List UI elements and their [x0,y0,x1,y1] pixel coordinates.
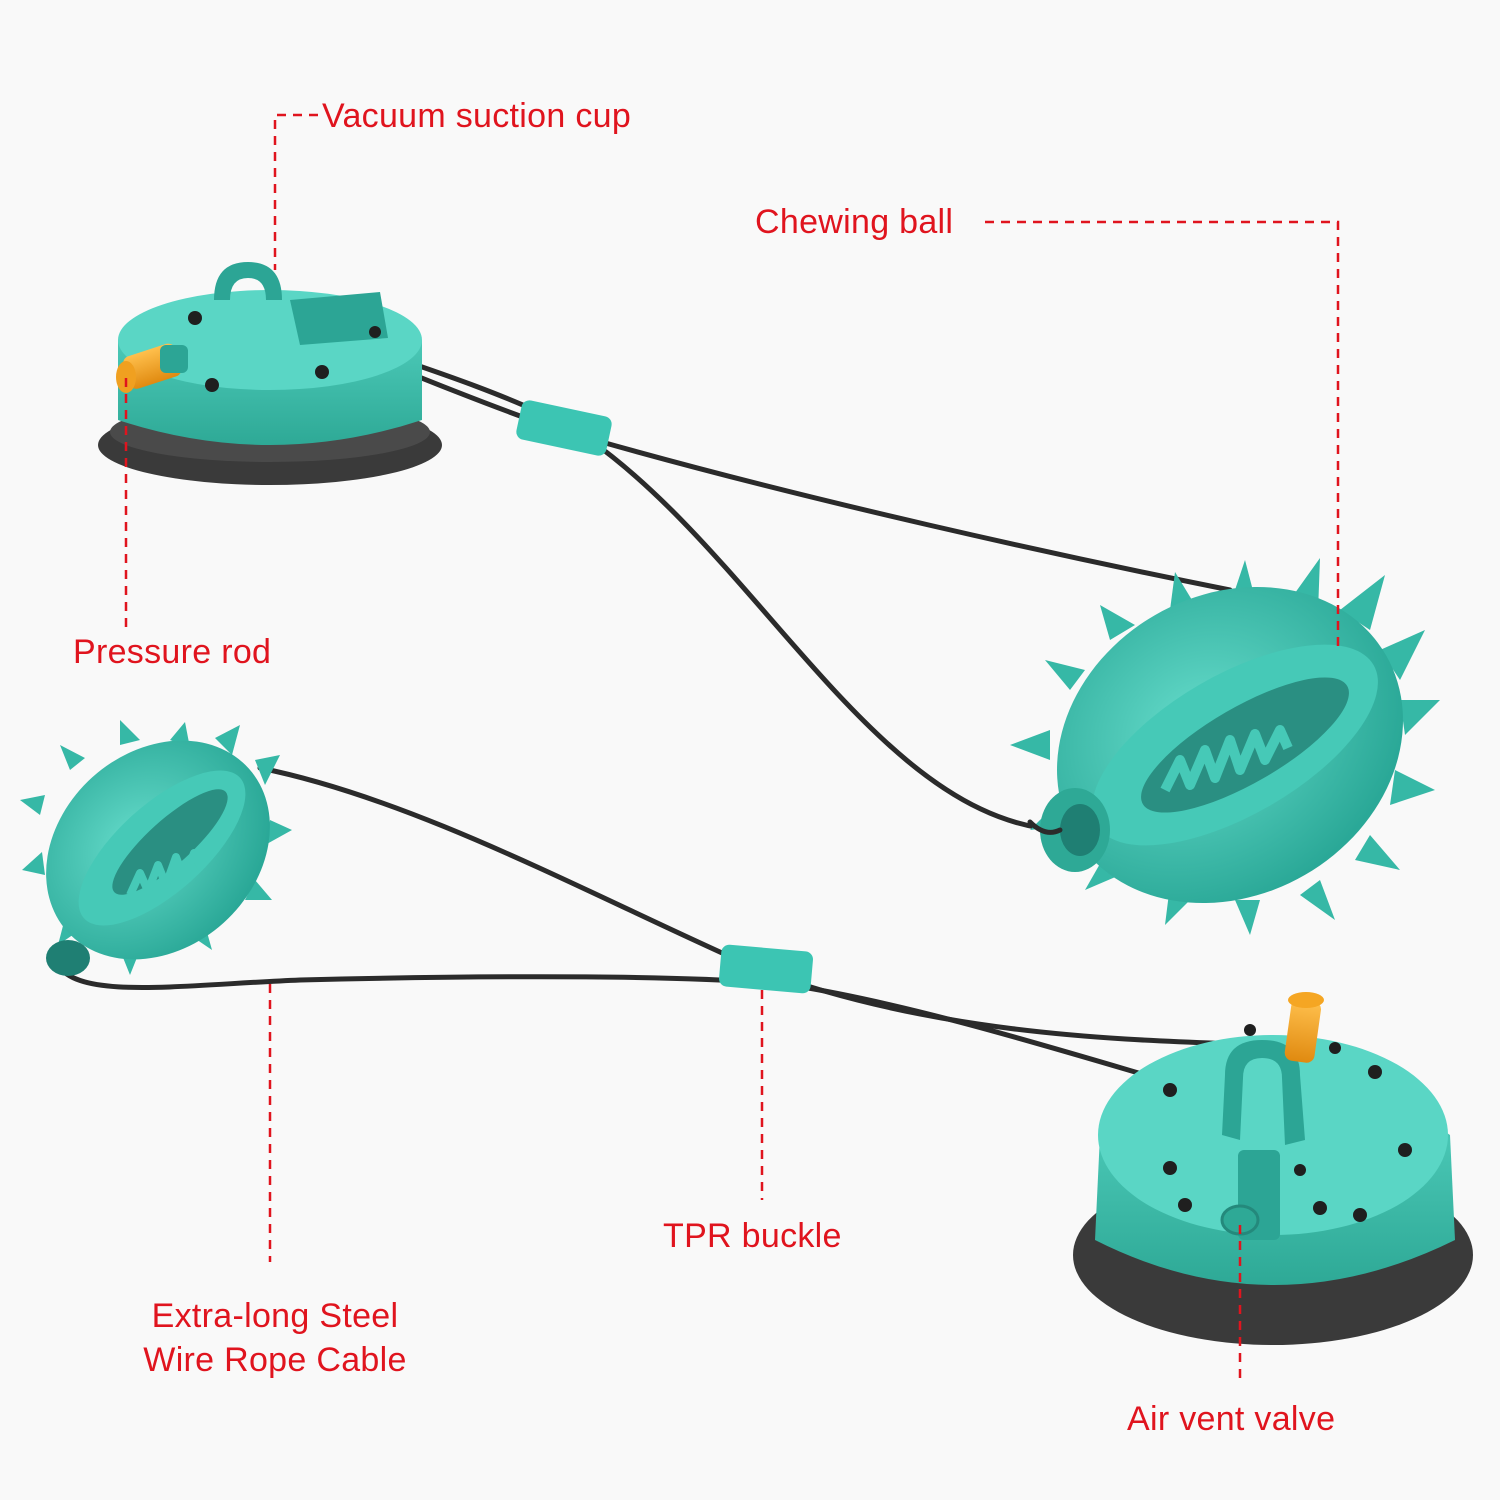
label-tpr-buckle: TPR buckle [663,1217,842,1255]
label-air-vent-valve: Air vent valve [1127,1400,1336,1438]
bottom-tpr-buckle [719,944,813,994]
leader-vacuum-suction-cup [273,113,318,270]
bottom-suction-cup [1073,992,1473,1345]
small-chewing-ball [20,720,292,976]
large-chewing-ball [1010,558,1440,935]
leader-chewing-ball [985,220,1340,650]
label-steel-wire-line2: Wire Rope Cable [143,1341,407,1380]
label-chewing-ball: Chewing ball [755,203,954,241]
label-steel-wire-rope: Extra-long Steel Wire Rope Cable [120,1294,430,1382]
top-tpr-buckle [516,400,612,456]
leader-lines [124,113,1340,1385]
label-steel-wire-line1: Extra-long Steel [151,1297,399,1335]
top-suction-cup [98,262,442,485]
label-vacuum-suction-cup: Vacuum suction cup [322,97,632,135]
label-pressure-rod: Pressure rod [73,633,272,671]
